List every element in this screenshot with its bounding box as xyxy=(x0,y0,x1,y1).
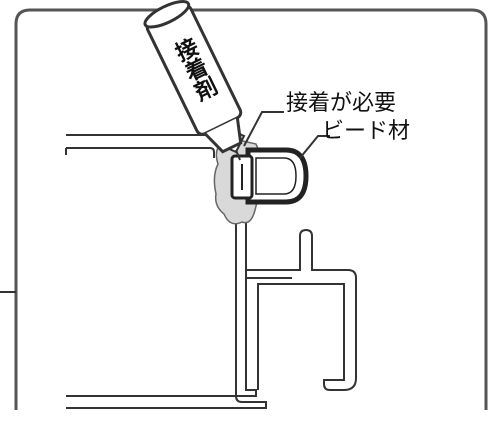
bead-profile xyxy=(230,147,309,205)
illustration-frame xyxy=(14,8,488,410)
adhesive-callout-line xyxy=(243,111,284,147)
right-channel-profile xyxy=(246,228,357,391)
bead-callout-line xyxy=(299,135,330,159)
adhesive-needed-label: 接着が必要 xyxy=(286,91,396,116)
bead-label: ビード材 xyxy=(322,119,410,144)
